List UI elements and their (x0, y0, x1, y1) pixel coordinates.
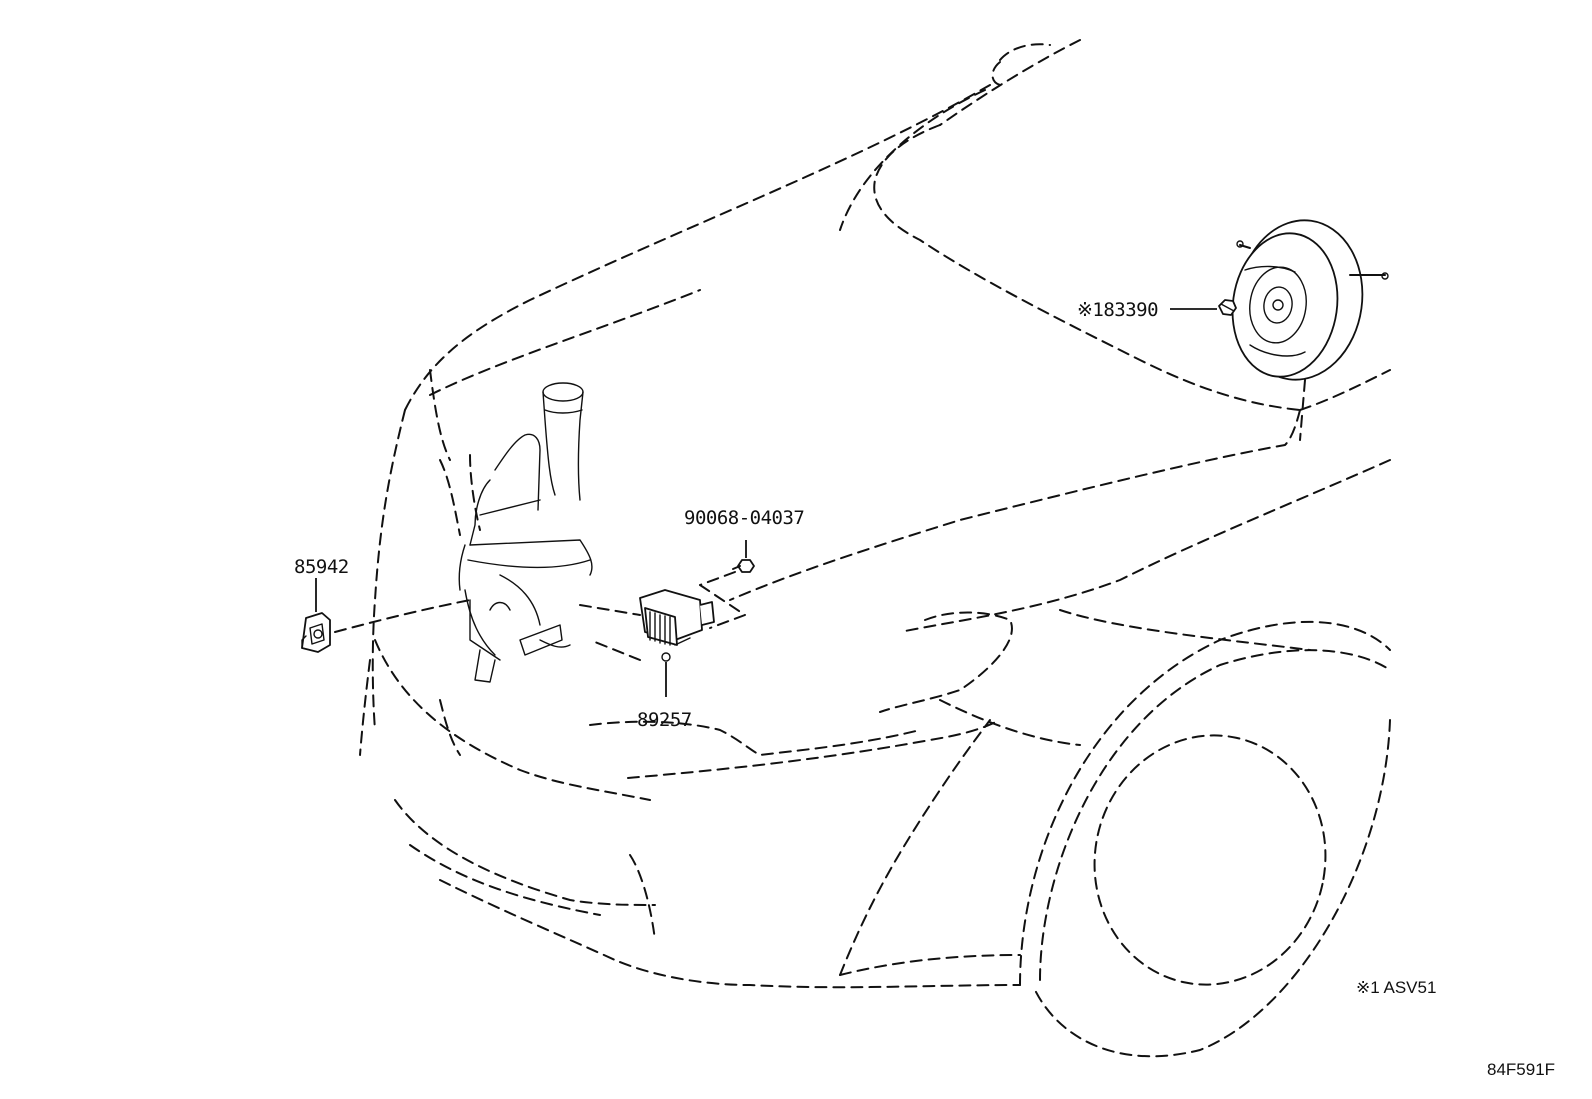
part-label-bolt: 90068-04037 (684, 507, 804, 529)
figure-code: 84F591F (1487, 1060, 1555, 1079)
footnote: ※1 ASV51 (1356, 978, 1436, 997)
car-body-outline (359, 39, 1391, 1058)
bolt-icon (1218, 299, 1237, 316)
module-phantom-box (699, 584, 746, 629)
part-label-booster: ※183390 (1077, 299, 1158, 321)
module-phantom-leader (589, 639, 641, 661)
module-phantom-leader-2 (579, 604, 641, 616)
sensor-phantom-leader (334, 599, 471, 633)
part-label-module: 89257 (637, 709, 692, 731)
sensor-icon (301, 612, 331, 653)
booster-phantom-leader (1299, 379, 1306, 441)
control-module-icon (639, 589, 715, 662)
part-label-sensor: 85942 (294, 556, 349, 578)
bolt-icon (732, 559, 755, 573)
washer-tank-icon (458, 382, 593, 683)
brake-booster-icon (1231, 219, 1389, 381)
bolt-phantom-leader (699, 571, 736, 586)
